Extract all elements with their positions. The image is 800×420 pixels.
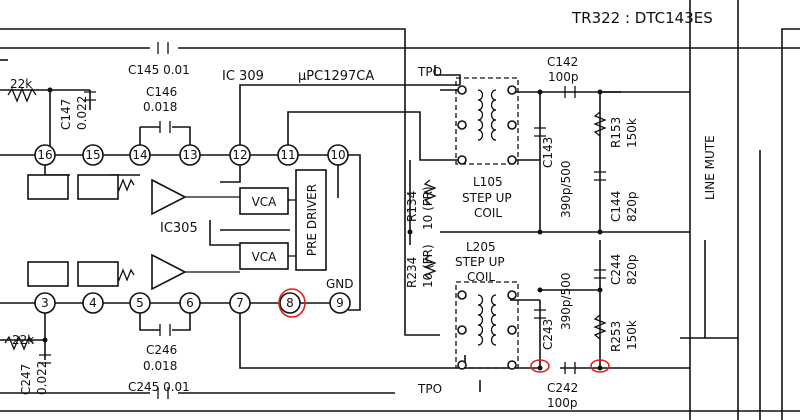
pin-14: 14	[132, 148, 147, 162]
l105-ref: L105	[473, 175, 503, 189]
c147-ref: C147	[59, 99, 73, 130]
vca-top-box	[239, 187, 289, 215]
c147-val: 0.022	[75, 96, 89, 130]
l205-line1: STEP UP	[455, 255, 505, 269]
c243-ref: C243	[541, 319, 555, 350]
r153-val: 150k	[625, 118, 639, 148]
ic309-part: μPC1297CA	[298, 69, 374, 84]
pre-driver-label: PRE DRIVER	[305, 184, 319, 256]
transistor-note: TR322 : DTC143ES	[571, 9, 713, 27]
r234-val: 10 (FR)	[421, 244, 435, 288]
c143-val: 390p/500	[559, 161, 573, 218]
pin-15: 15	[85, 148, 100, 162]
c245-label: C245 0.01	[128, 380, 190, 394]
r253-val: 150k	[625, 320, 639, 350]
c247-val: 0.022	[35, 361, 49, 395]
labels: TR322 : DTC143ES IC 309 μPC1297CA IC305 …	[10, 9, 717, 410]
pin-13: 13	[182, 148, 197, 162]
pin-5: 5	[136, 296, 144, 310]
vca-top-label: VCA	[252, 195, 278, 209]
pin-12: 12	[232, 148, 247, 162]
coils	[455, 77, 519, 370]
amp-top	[151, 178, 187, 216]
junctions	[42, 87, 603, 371]
c244-ref: C244	[609, 254, 623, 285]
ic305-label: IC305	[160, 221, 198, 236]
ic-pins-top: 16 15 14 13 12 11 10	[34, 144, 349, 166]
pre-driver-box	[295, 169, 327, 271]
amp-bottom	[151, 253, 187, 291]
l105-line1: STEP UP	[462, 191, 512, 205]
highlight-pin-8	[278, 288, 306, 318]
pin-8: 8	[286, 296, 294, 310]
l105-line2: COIL	[474, 206, 502, 220]
red-highlights	[278, 288, 610, 373]
gnd-label: GND	[326, 277, 354, 291]
c146-val: 0.018	[143, 100, 177, 114]
tpo-bottom: TPO	[417, 382, 442, 396]
pin-4: 4	[89, 296, 97, 310]
c144-ref: C144	[609, 191, 623, 222]
pin-10: 10	[330, 148, 345, 162]
pin-7: 7	[236, 296, 244, 310]
l205-line2: COIL	[467, 270, 495, 284]
ic-pins-bottom: 3 4 5 6 7 8 9	[34, 292, 351, 314]
c146-ref: C146	[146, 85, 177, 99]
pin-11: 11	[280, 148, 295, 162]
r22k-bottom: 22k	[12, 333, 34, 347]
c244-val: 820p	[625, 254, 639, 285]
l205-ref: L205	[466, 240, 496, 254]
capacitors	[39, 42, 606, 399]
r153-ref: R153	[609, 117, 623, 148]
c246-val: 0.018	[143, 359, 177, 373]
ic309-ref: IC 309	[222, 69, 264, 84]
line-mute-label: LINE MUTE	[703, 135, 717, 200]
c145-label: C145 0.01	[128, 63, 190, 77]
r134-val: 10 (FR)	[421, 186, 435, 230]
c243-val: 390p/500	[559, 273, 573, 330]
c242-ref: C242	[547, 381, 578, 395]
highlight-c243-junction	[530, 359, 550, 373]
r253-ref: R253	[609, 321, 623, 352]
c242-val: 100p	[547, 396, 578, 410]
pin-6: 6	[186, 296, 194, 310]
c142-val: 100p	[548, 70, 579, 84]
pin-3: 3	[41, 296, 49, 310]
c246-ref: C246	[146, 343, 177, 357]
c143-ref: C143	[541, 137, 555, 168]
pin-16: 16	[37, 148, 52, 162]
c144-val: 820p	[625, 191, 639, 222]
pin-9: 9	[336, 296, 344, 310]
tpo-top: TPO	[417, 65, 442, 79]
vca-bottom-label: VCA	[252, 250, 278, 264]
r22k-top: 22k	[10, 77, 32, 91]
r134-ref: R134	[405, 191, 419, 222]
r234-ref: R234	[405, 257, 419, 288]
highlight-r253-junction	[590, 359, 610, 373]
internal-blocks	[27, 169, 327, 291]
c142-ref: C142	[547, 55, 578, 69]
c247-ref: C247	[19, 364, 33, 395]
